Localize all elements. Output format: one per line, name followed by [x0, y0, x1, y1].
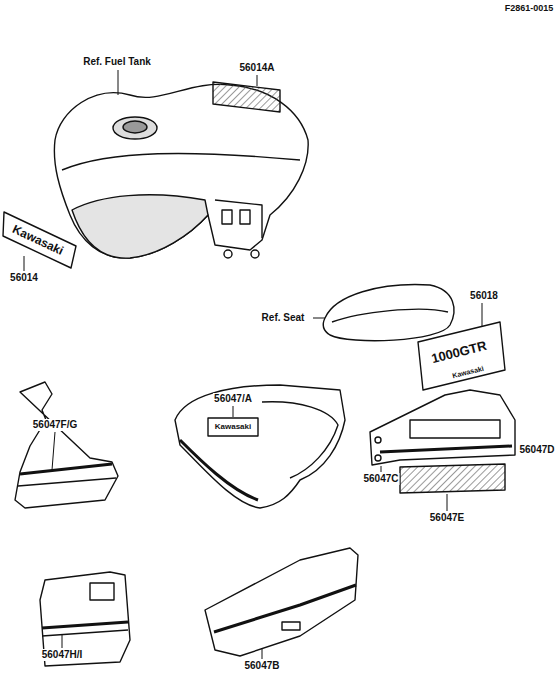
screw	[375, 437, 381, 443]
tank-seam	[215, 200, 262, 238]
part-number: 56047B	[243, 660, 280, 672]
tank-panel	[72, 195, 208, 258]
fairing-stripe	[42, 630, 128, 636]
fairing-stripe	[180, 440, 258, 500]
filler-cap	[123, 121, 147, 133]
fairing-stripe	[214, 585, 356, 632]
tank-bracket	[222, 210, 232, 224]
fairing-panel	[40, 572, 130, 666]
filler-cap	[113, 117, 157, 139]
tank-seam	[62, 153, 300, 170]
sticker	[3, 212, 76, 268]
tank-bracket	[240, 210, 250, 224]
decal	[208, 418, 258, 436]
fairing-stripe	[20, 464, 112, 474]
fairing-panel	[15, 382, 118, 508]
sticker	[213, 82, 280, 112]
tank-mount	[224, 250, 232, 258]
fairing-panel	[175, 385, 345, 508]
reference-label: Ref. Seat	[261, 312, 306, 324]
panel-opening	[282, 622, 300, 630]
part-number: 56047/A	[213, 393, 253, 405]
seat	[323, 285, 454, 341]
figure-number: F2861-0015	[504, 3, 555, 14]
part-number: 56047F/G	[32, 419, 78, 431]
panel-opening	[90, 583, 114, 600]
tank-mount	[251, 250, 259, 258]
part-number: 56047C	[362, 473, 399, 485]
decal-text: Kawasaki	[214, 422, 252, 432]
fairing-edge	[262, 402, 338, 478]
fairing-stripe	[42, 622, 128, 628]
leader-lines	[24, 70, 482, 659]
fairing-panel	[205, 548, 358, 656]
screw	[375, 455, 381, 461]
fairing-stripe	[380, 446, 512, 452]
part-number: 56014A	[238, 62, 275, 74]
fairing-panel	[370, 390, 515, 465]
part-number: 56014	[9, 272, 39, 284]
part-number: 56047H/I	[41, 649, 84, 661]
panel-opening	[410, 420, 500, 438]
part-number: 56018	[469, 290, 499, 302]
part-number: 56047D	[518, 444, 555, 456]
fairing-stripe	[18, 478, 116, 486]
part-number: 56047E	[429, 512, 465, 524]
seat-seam	[332, 309, 448, 322]
emblem	[418, 322, 505, 390]
reference-label: Ref. Fuel Tank	[82, 56, 152, 68]
stripe-decal	[400, 464, 505, 493]
